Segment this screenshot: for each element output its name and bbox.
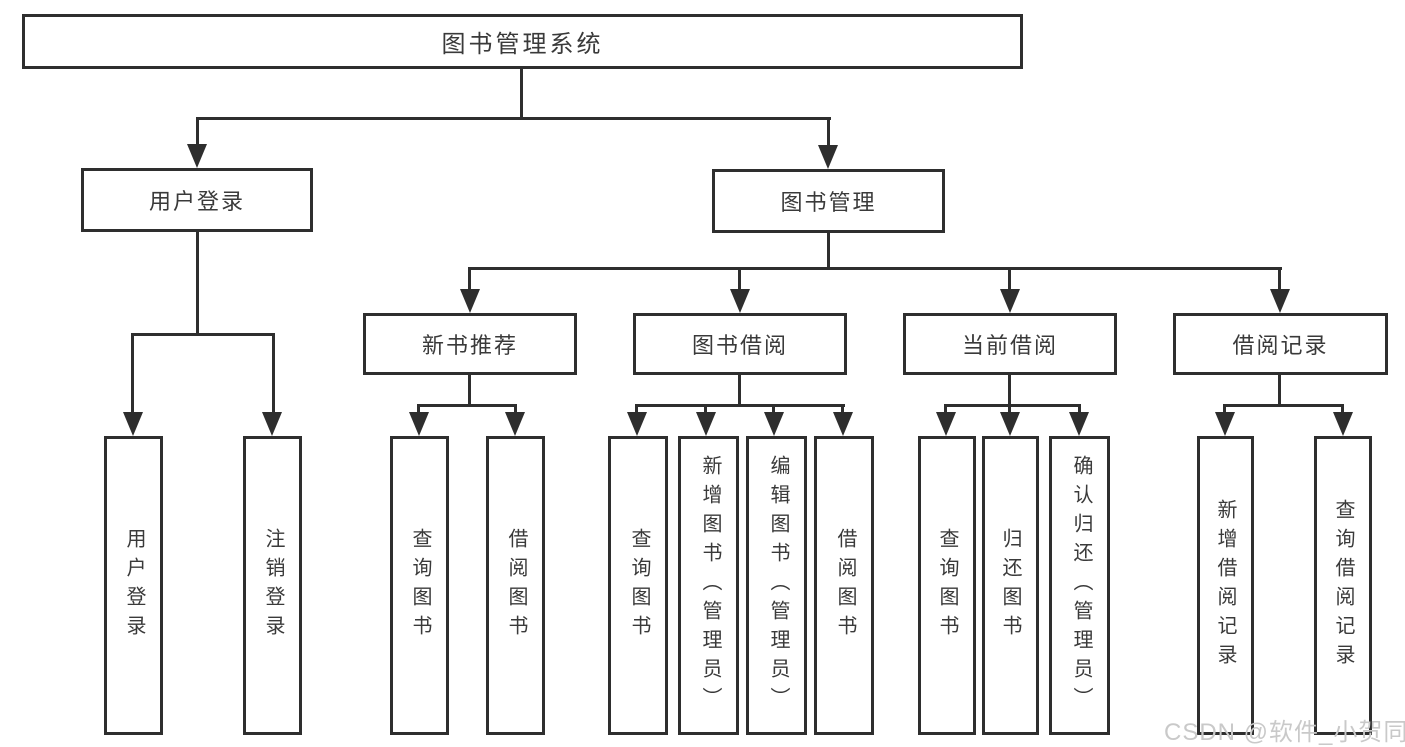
arrowhead [262,412,282,436]
node-label: 当前借阅 [961,333,1058,358]
connector-book-mgmt-bracket [468,267,1282,270]
node-add-book-admin: 新增图书（管理员） [678,436,739,735]
connector-stem [635,404,638,416]
arrowhead [1000,412,1020,436]
connector-stem [1008,404,1011,416]
node-query-books-borrowing: 查询图书 [608,436,668,735]
connector-root-trunk [520,67,523,119]
connector-user-login-trunk [196,230,199,336]
connector-stem [1341,404,1344,416]
connector-stem [827,117,830,147]
connector-stem [944,404,947,416]
arrowhead [1215,412,1235,436]
node-add-borrow-record: 新增借阅记录 [1197,436,1254,735]
node-confirm-return-admin: 确认归还（管理员） [1049,436,1110,735]
node-user-login-leaf: 用户登录 [104,436,163,735]
connector-borrowing-bracket [635,404,845,407]
node-query-books-current: 查询图书 [918,436,976,735]
node-new-book-recommend: 新书推荐 [363,313,577,375]
node-label: 图书管理 [780,190,877,215]
arrowhead [123,412,143,436]
arrowhead [696,412,716,436]
node-logout-login: 注销登录 [243,436,302,735]
connector-stem [772,404,775,416]
arrowhead [764,412,784,436]
connector-current-trunk [1008,373,1011,407]
connector-stem [841,404,844,416]
connector-records-trunk [1278,373,1281,407]
connector-stem [1078,404,1081,416]
connector-user-login-bracket [131,333,275,336]
connector-stem [468,267,471,291]
node-borrow-records: 借阅记录 [1173,313,1388,375]
node-query-books-recommend: 查询图书 [390,436,449,735]
connector-root-bracket [196,117,831,120]
connector-stem [738,267,741,291]
connector-stem [131,333,134,413]
node-label: 新书推荐 [421,333,518,358]
arrowhead [505,412,525,436]
arrowhead [1270,289,1290,313]
node-query-borrow-record: 查询借阅记录 [1314,436,1372,735]
arrowhead [1000,289,1020,313]
node-edit-book-admin: 编辑图书（管理员） [746,436,807,735]
node-label: 图书借阅 [691,333,788,358]
connector-borrowing-trunk [738,373,741,407]
arrowhead [833,412,853,436]
connector-stem [272,333,275,413]
node-borrow-books: 借阅图书 [814,436,874,735]
connector-current-bracket [944,404,1081,407]
node-label: 用户登录 [148,189,245,214]
arrowhead [627,412,647,436]
node-borrow-books-recommend: 借阅图书 [486,436,545,735]
connector-stem [704,404,707,416]
arrowhead [936,412,956,436]
connector-records-bracket [1223,404,1344,407]
node-label: 借阅记录 [1232,333,1329,358]
connector-stem [1278,267,1281,291]
connector-stem [514,404,517,416]
arrowhead [460,289,480,313]
arrowhead [818,145,838,169]
connector-recommend-trunk [468,373,471,407]
connector-stem [1008,267,1011,291]
node-library-management-system: 图书管理系统 [22,14,1023,69]
arrowhead [1333,412,1353,436]
node-return-book: 归还图书 [982,436,1039,735]
connector-book-mgmt-trunk [827,231,830,270]
connector-recommend-bracket [417,404,517,407]
connector-stem [196,117,199,147]
arrowhead [730,289,750,313]
arrowhead [409,412,429,436]
connector-stem [1223,404,1226,416]
arrowhead [187,144,207,168]
connector-stem [417,404,420,416]
node-label: 图书管理系统 [441,31,604,58]
csdn-watermark: CSDN @软件_小贺同学 [1164,719,1405,746]
node-current-borrowing: 当前借阅 [903,313,1117,375]
node-user-login: 用户登录 [81,168,313,232]
arrowhead [1069,412,1089,436]
node-book-borrowing: 图书借阅 [633,313,847,375]
node-book-management: 图书管理 [712,169,945,233]
